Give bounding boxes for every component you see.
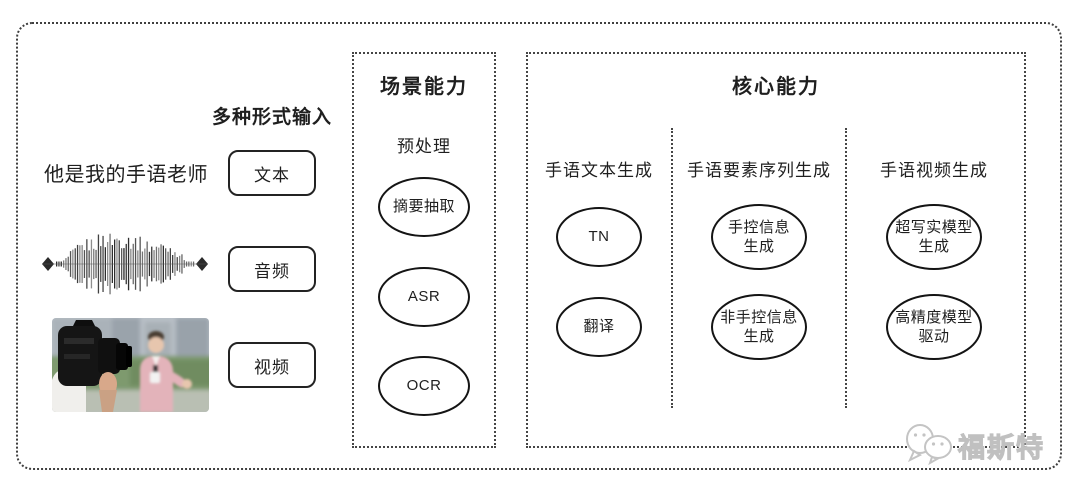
- node-non-manual-feature-generation: 非手控信息 生成: [711, 294, 807, 360]
- core-box-title: 核心能力: [732, 76, 820, 98]
- audio-waveform-icon: [40, 228, 210, 300]
- node-manual-feature-generation: 手控信息 生成: [711, 204, 807, 270]
- node-ocr-label: OCR: [406, 377, 442, 395]
- node-summary-extraction-label: 摘要抽取: [392, 198, 455, 216]
- node-tn: TN: [556, 207, 642, 267]
- input-section-header: 多种形式输入: [211, 107, 332, 128]
- speech-bubbles-logo-icon: [902, 420, 956, 471]
- column-sign-element-sequence-generation: 手语要素序列生成 手控信息 生成 非手控信息 生成: [672, 52, 846, 444]
- scene-box-title: 场景能力: [380, 76, 468, 98]
- watermark: 福斯特: [902, 420, 1045, 471]
- core-capability-box: 核心能力: [526, 52, 1026, 448]
- node-high-precision-model-driving: 高精度模型 驱动: [886, 294, 982, 360]
- column-sign-video-generation: 手语视频生成 超写实模型 生成 高精度模型 驱动: [846, 52, 1022, 444]
- node-hyperrealistic-model-generation: 超写实模型 生成: [886, 204, 982, 270]
- node-translation-label: 翻译: [583, 318, 615, 336]
- reporter-interview-photo: [52, 318, 209, 412]
- input-box-text-label: 文本: [254, 165, 290, 185]
- outer-dotted-border: [16, 22, 1062, 470]
- node-hyperrealistic-model-generation-label: 超写实模型 生成: [895, 218, 973, 256]
- node-asr: ASR: [378, 267, 470, 327]
- node-asr-label: ASR: [407, 288, 441, 306]
- input-box-audio-label: 音频: [254, 261, 290, 281]
- column-header: 手语文本生成: [545, 161, 653, 180]
- node-summary-extraction: 摘要抽取: [378, 177, 470, 237]
- node-ocr: OCR: [378, 356, 470, 416]
- scene-capability-box: 场景能力 预处理 摘要抽取 ASR OCR: [352, 52, 496, 448]
- column-divider: [845, 128, 847, 408]
- node-manual-feature-generation-label: 手控信息 生成: [727, 218, 790, 256]
- input-box-video-label: 视频: [254, 357, 290, 377]
- column-header: 手语视频生成: [880, 161, 988, 180]
- node-non-manual-feature-generation-label: 非手控信息 生成: [720, 308, 798, 346]
- node-tn-label: TN: [588, 228, 610, 246]
- watermark-text: 福斯特: [958, 433, 1045, 464]
- column-header: 手语要素序列生成: [687, 161, 831, 180]
- input-box-video: 视频: [228, 342, 316, 388]
- example-sentence: 他是我的手语老师: [44, 164, 208, 186]
- preprocessing-label: 预处理: [397, 137, 451, 156]
- column-sign-text-generation: 手语文本生成 TN 翻译: [526, 52, 672, 444]
- node-high-precision-model-driving-label: 高精度模型 驱动: [895, 308, 973, 346]
- input-box-audio: 音频: [228, 246, 316, 292]
- column-divider: [671, 128, 673, 408]
- node-translation: 翻译: [556, 297, 642, 357]
- input-box-text: 文本: [228, 150, 316, 196]
